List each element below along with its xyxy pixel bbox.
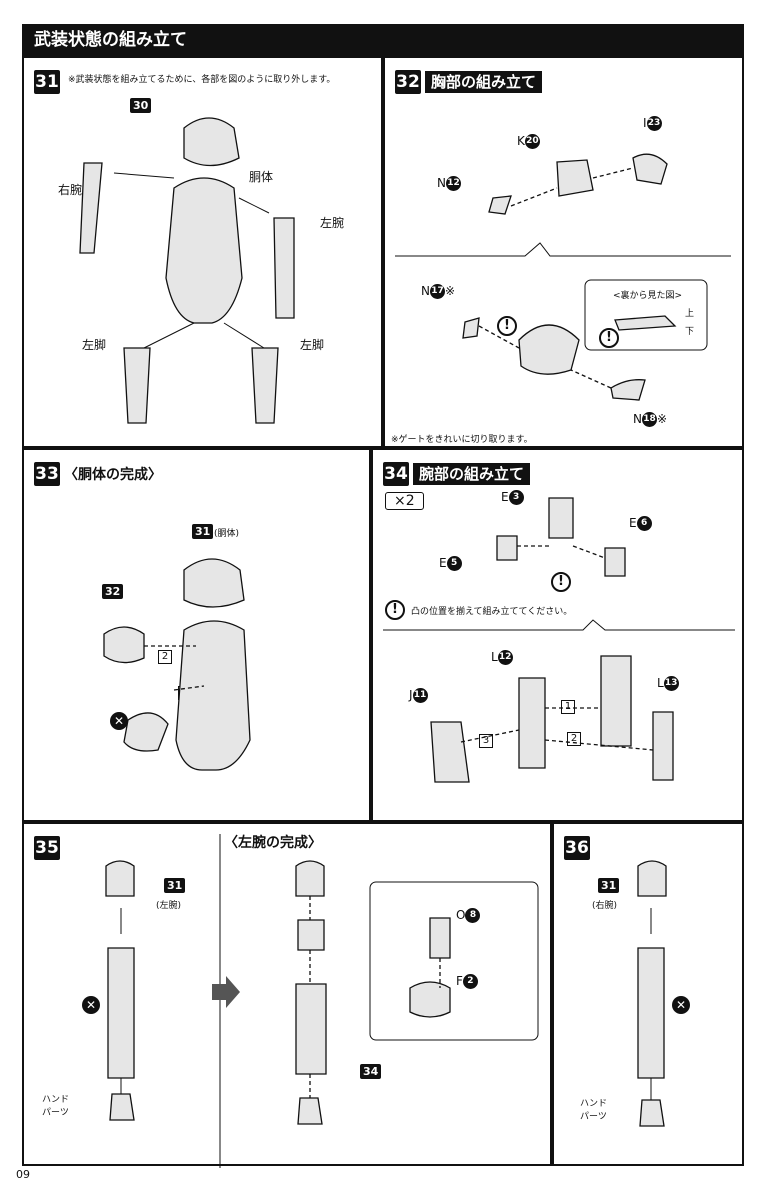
part-number: 6	[636, 516, 652, 531]
step-title: 〈胴体の完成〉	[64, 467, 162, 483]
part-letter: L	[491, 650, 498, 664]
part-number: 11	[412, 688, 428, 703]
part-n18: N18※	[633, 412, 667, 427]
direction-top: 上	[685, 309, 695, 319]
part-i23: I23	[643, 116, 662, 131]
figure-body-illustration	[79, 117, 295, 424]
torso-assembly-illustration	[103, 558, 251, 771]
step-order-2: 2	[567, 732, 581, 746]
step-order-1: 1	[561, 700, 575, 714]
part-l12: L12	[491, 650, 513, 665]
panel-step-36: 36 31 (右腕) ✕ ハンド パーツ	[552, 822, 744, 1166]
rear-view-label: <裏から見た図>	[613, 291, 683, 301]
part-n17: N17※	[421, 284, 455, 299]
remove-icon: ✕	[110, 712, 128, 730]
part-number: 12	[445, 176, 461, 191]
panel-step-32: 32 胸部の組み立て K20 I23 N12 N17※ <裏から見た図> 上 下…	[383, 56, 744, 448]
label-left-leg-a: 左脚	[82, 338, 107, 352]
asterisk-mark: ※	[656, 412, 668, 426]
chest-assembly-illustration	[395, 153, 731, 401]
right-arm-illustration	[637, 860, 667, 1127]
caution-icon: !	[497, 316, 517, 336]
part-number: 13	[663, 676, 679, 691]
part-ref-30: 30	[130, 98, 152, 113]
part-ref-34: 34	[360, 1064, 382, 1079]
part-letter: I	[643, 116, 647, 130]
ref31-label: (左腕)	[156, 901, 182, 911]
left-arm-illustration	[105, 834, 539, 1168]
part-number: 20	[524, 134, 540, 149]
direction-bottom: 下	[685, 327, 695, 337]
part-number: 23	[646, 116, 662, 131]
panel-step-31: 31 ※武装状態を組み立てるために、各部を図のように取り外します。 30 胴体 …	[22, 56, 383, 448]
step-title: 腕部の組み立て	[413, 463, 531, 485]
complete-title: 〈左腕の完成〉	[224, 835, 322, 851]
part-ref-32: 32	[102, 584, 124, 599]
part-letter: K	[517, 134, 525, 148]
alignment-note: 凸の位置を揃えて組み立ててください。	[411, 607, 573, 617]
part-l13: L13	[657, 676, 679, 691]
part-number: 17	[429, 284, 445, 299]
hand-parts-label: ハンド パーツ	[580, 1099, 608, 1122]
part-number: 12	[497, 650, 513, 665]
caution-icon: !	[551, 572, 571, 592]
hand-parts-label: ハンド パーツ	[42, 1095, 70, 1118]
label-right-arm: 右腕	[58, 183, 83, 197]
arm-assembly-illustration	[383, 497, 735, 783]
part-letter: N	[421, 284, 430, 298]
part-letter: L	[657, 676, 664, 690]
label-left-leg-b: 左脚	[300, 338, 325, 352]
gate-note: ※ゲートをきれいに切り取ります。	[391, 435, 533, 445]
part-letter: N	[437, 176, 446, 190]
part-letter: E	[439, 556, 447, 570]
asterisk-mark: ※	[444, 284, 456, 298]
step-note: ※武装状態を組み立てるために、各部を図のように取り外します。	[68, 75, 336, 85]
part-letter: F	[456, 974, 463, 988]
step-number: 33	[34, 462, 60, 486]
part-number: 3	[508, 490, 524, 505]
part-ref-31: 31	[164, 878, 186, 893]
part-j11: J11	[409, 688, 428, 703]
part-letter: O	[456, 908, 466, 922]
label-torso: 胴体	[249, 170, 274, 184]
step-title: 胸部の組み立て	[425, 71, 543, 93]
part-k20: K20	[517, 134, 540, 149]
page-number: 09	[16, 1168, 30, 1181]
remove-icon: ✕	[82, 996, 100, 1014]
step-number: 35	[34, 836, 60, 860]
ref31-label: (胴体)	[214, 529, 240, 539]
part-number: 8	[465, 908, 481, 923]
step-order-2: 2	[158, 650, 172, 664]
multiplier: ×2	[385, 492, 424, 510]
ref31-label: (右腕)	[592, 901, 618, 911]
caution-icon: !	[599, 328, 619, 348]
step-number: 32	[395, 70, 421, 94]
remove-icon: ✕	[672, 996, 690, 1014]
part-number: 2	[462, 974, 478, 989]
part-number: 5	[446, 556, 462, 571]
panel-step-33: 33 〈胴体の完成〉 31 (胴体) 32 2 1 ✕	[22, 448, 371, 822]
part-number: 18	[641, 412, 657, 427]
part-n12: N12	[437, 176, 461, 191]
part-letter: E	[501, 490, 509, 504]
part-letter: J	[409, 688, 413, 702]
caution-icon: !	[385, 600, 405, 620]
part-ref-31: 31	[192, 524, 214, 539]
part-ref-31: 31	[598, 878, 620, 893]
part-letter: E	[629, 516, 637, 530]
label-left-arm: 左腕	[320, 216, 345, 230]
section-header: 武装状態の組み立て	[22, 24, 744, 56]
step-number: 34	[383, 462, 409, 486]
part-letter: N	[633, 412, 642, 426]
step-number: 31	[34, 70, 60, 94]
step-number: 36	[564, 836, 590, 860]
